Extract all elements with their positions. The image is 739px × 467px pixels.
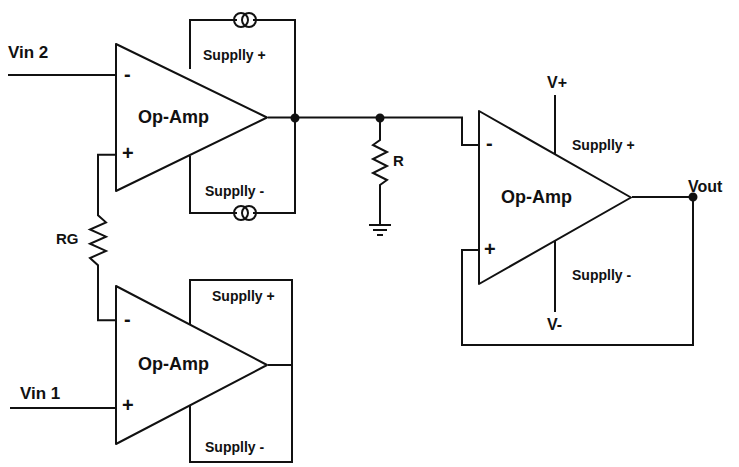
pin-sign: + <box>484 238 496 260</box>
supply-label: Supplly + <box>212 289 275 304</box>
supply-label: Supplly + <box>203 48 266 63</box>
signal-name: Vout <box>688 178 722 196</box>
output-wire <box>268 364 292 366</box>
supply-label: Supplly + <box>572 138 635 153</box>
supply-label: Supplly - <box>572 268 631 283</box>
op-amp-label: Op-Amp <box>501 188 572 208</box>
pin-sign: - <box>124 308 131 330</box>
signal-wire <box>90 155 115 320</box>
pin-sign: + <box>122 394 134 416</box>
resistor-symbol <box>373 118 387 225</box>
resistor-name: RG <box>54 231 81 248</box>
current-source-symbol <box>242 206 256 220</box>
input-wire <box>8 74 115 76</box>
signal-name: Vin 2 <box>8 44 48 63</box>
pin-sign: - <box>486 132 493 154</box>
supply-rail: V+ <box>547 74 567 92</box>
supply-wire <box>554 241 556 312</box>
supply-rail: V- <box>547 316 562 334</box>
ground-symbol <box>369 225 391 235</box>
op-amp-label: Op-Amp <box>138 108 209 128</box>
op-amp-label: Op-Amp <box>138 355 209 375</box>
op-amp-triangle: Op-Amp <box>115 43 268 192</box>
pin-sign: - <box>124 63 131 85</box>
supply-label: Supplly - <box>205 440 264 455</box>
component-name: R <box>393 153 404 170</box>
pin-sign: + <box>122 142 134 164</box>
supply-label: Supplly - <box>205 184 264 199</box>
op-amp-triangle: Op-Amp <box>115 285 268 445</box>
op-amp-triangle: Op-Amp <box>478 110 632 285</box>
supply-wire <box>554 95 556 154</box>
input-wire <box>10 407 115 409</box>
signal-name: Vin 1 <box>20 385 60 404</box>
signal-wire <box>268 118 478 146</box>
current-source-symbol <box>242 13 256 27</box>
